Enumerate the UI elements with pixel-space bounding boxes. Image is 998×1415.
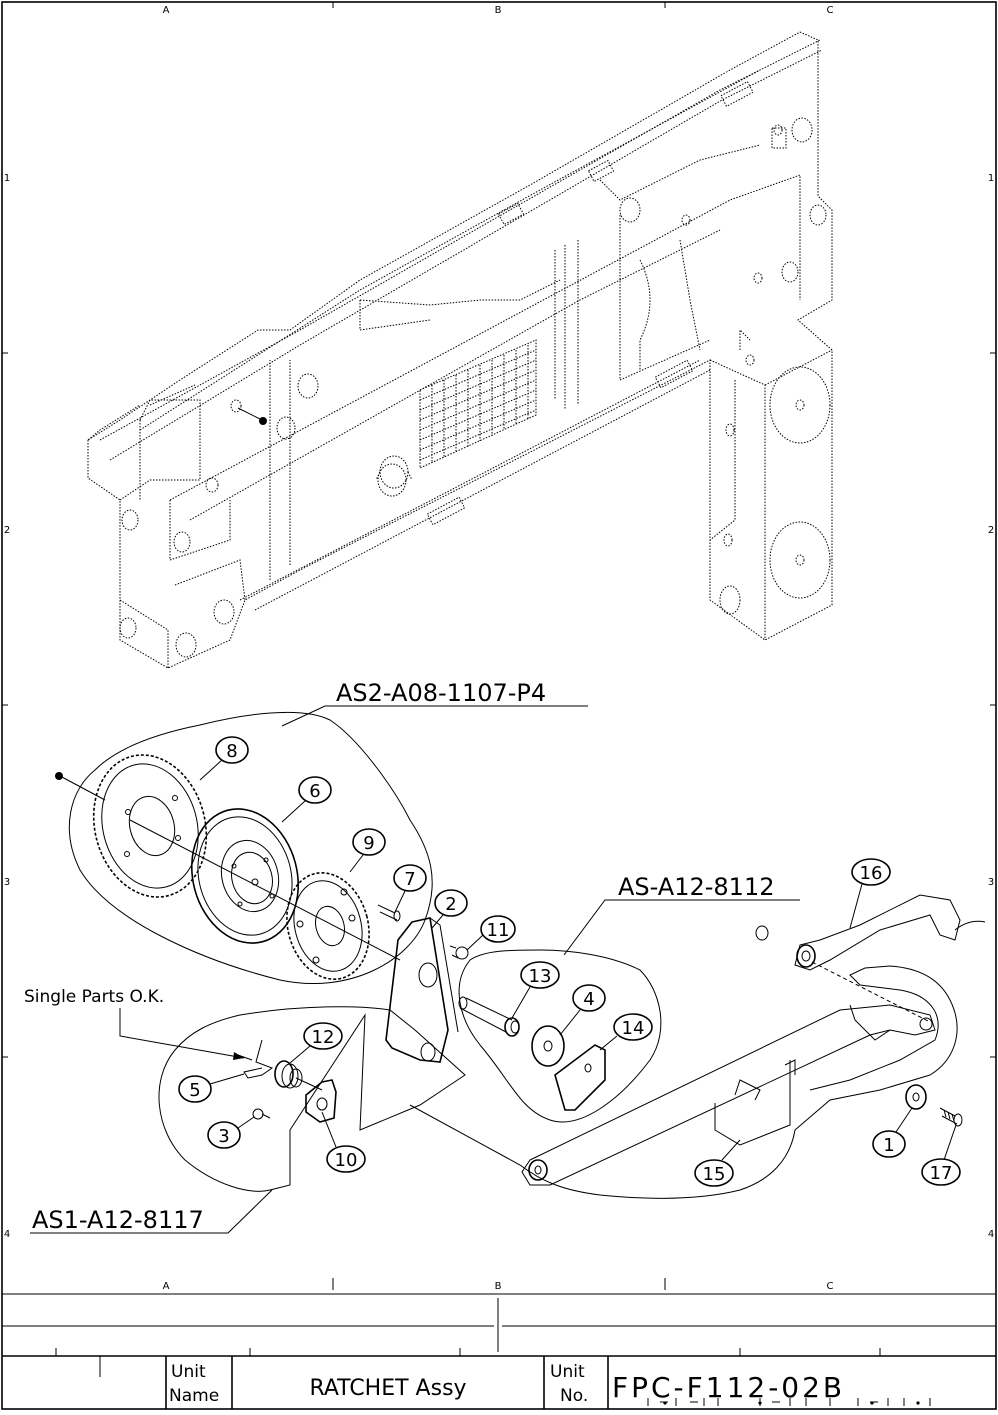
grid-col-a-bottom: A — [163, 1281, 170, 1292]
part-small-pin — [450, 946, 468, 959]
balloon-5-label: 5 — [189, 1080, 200, 1101]
balloon-3-label: 3 — [218, 1126, 229, 1147]
balloon-10-label: 10 — [335, 1150, 358, 1171]
grid-row-4-left: 4 — [4, 1229, 10, 1240]
balloon-8-label: 8 — [226, 741, 237, 762]
grid-col-c-top: C — [827, 5, 834, 16]
balloon-15-label: 15 — [703, 1164, 726, 1185]
grid-row-2-left: 2 — [4, 525, 10, 536]
unit-name-label-line1: Unit — [171, 1362, 206, 1382]
part-small-gear — [275, 863, 380, 988]
part-roller — [275, 1061, 322, 1090]
balloon-9-label: 9 — [363, 833, 374, 854]
balloon-1-label: 1 — [883, 1135, 894, 1156]
balloon-13-label: 13 — [529, 966, 552, 987]
as-leader — [564, 900, 800, 955]
title-block — [2, 1294, 996, 1409]
balloon-11-label: 11 — [487, 920, 510, 941]
part-shaft — [459, 997, 519, 1036]
part-disc — [177, 797, 313, 955]
note-leader — [120, 1008, 244, 1058]
feeder-frame — [88, 32, 832, 668]
note-arrowhead — [233, 1052, 244, 1060]
part-screw — [940, 1108, 962, 1126]
label-as-assembly: AS-A12-8112 — [618, 873, 774, 901]
balloon-12-label: 12 — [312, 1027, 335, 1048]
as2-leader — [282, 706, 588, 726]
balloon-16-label: 16 — [860, 863, 883, 884]
grid-col-b-top: B — [495, 5, 502, 16]
grid-row-1-right: 1 — [988, 173, 994, 184]
unit-name-value: RATCHET Assy — [309, 1376, 466, 1401]
balloon-17-label: 17 — [930, 1163, 953, 1184]
balloon-4-label: 4 — [583, 989, 594, 1010]
unit-no-label-line2: No. — [560, 1386, 588, 1406]
frame-mount-point — [259, 417, 267, 425]
label-as1-assembly: AS1-A12-8117 — [32, 1206, 204, 1234]
balloon-7-label: 7 — [404, 869, 415, 890]
lever-pivot-axis — [812, 962, 930, 1022]
grid-row-2-right: 2 — [988, 525, 994, 536]
grid-row-3-right: 3 — [988, 877, 994, 888]
grid-row-3-left: 3 — [4, 877, 10, 888]
part-washer-small — [906, 1085, 926, 1109]
part-lever — [756, 895, 985, 970]
balloon-2-label: 2 — [445, 894, 456, 915]
grid-col-b-bottom: B — [495, 1281, 502, 1292]
grid-row-4-right: 4 — [988, 1229, 994, 1240]
part-small-screw — [253, 1109, 270, 1119]
note-single-parts: Single Parts O.K. — [24, 987, 164, 1007]
unit-no-value: FPC-F112-02B — [612, 1371, 845, 1404]
grid-col-c-bottom: C — [827, 1281, 834, 1292]
label-as2-assembly: AS2-A08-1107-P4 — [336, 679, 546, 707]
gear-ref-point — [55, 772, 63, 780]
part-long-arm — [522, 1005, 935, 1185]
grid-col-a-top: A — [163, 5, 170, 16]
grid-row-1-left: 1 — [4, 173, 10, 184]
unit-no-label-line1: Unit — [550, 1362, 585, 1382]
part-link — [306, 1080, 336, 1122]
unit-name-label-line2: Name — [169, 1386, 219, 1406]
balloon-14-label: 14 — [622, 1018, 645, 1039]
part-spring — [238, 1040, 272, 1078]
part-washer — [532, 1026, 564, 1066]
main-group-outline — [410, 966, 957, 1198]
balloon-6-label: 6 — [309, 781, 320, 802]
frame-mesh — [420, 340, 536, 468]
part-bracket — [386, 918, 458, 1062]
